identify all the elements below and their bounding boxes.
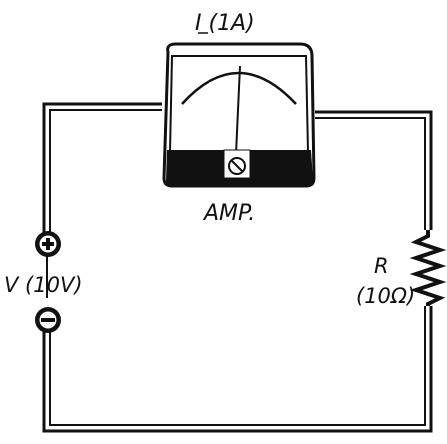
minus-icon: [41, 318, 55, 322]
wire-top-left-inner: [49, 109, 162, 234]
wire-bottom-inner: [49, 306, 426, 426]
meter-label: AMP.: [202, 201, 255, 226]
zero-adjust-screw-icon: [223, 149, 251, 179]
resistor-zigzag-icon: [409, 230, 447, 306]
resistance-label: (10Ω): [356, 284, 415, 308]
current-label: I (1A): [195, 11, 255, 36]
resistor-label: R: [374, 254, 389, 278]
wire-top-right: [315, 110, 433, 230]
wire-bottom: [42, 306, 433, 433]
ammeter-scale-arc: [181, 71, 297, 105]
wires: [42, 102, 433, 433]
wire-top-right-inner: [315, 117, 426, 230]
voltage-label: V (10V): [4, 273, 83, 297]
battery-positive-terminal: [35, 231, 61, 257]
battery-negative-terminal: [35, 307, 61, 333]
plus-icon-v: [46, 238, 50, 250]
wire-top-left: [42, 102, 162, 234]
ammeter: [162, 42, 316, 188]
ammeter-needle: [235, 65, 241, 155]
